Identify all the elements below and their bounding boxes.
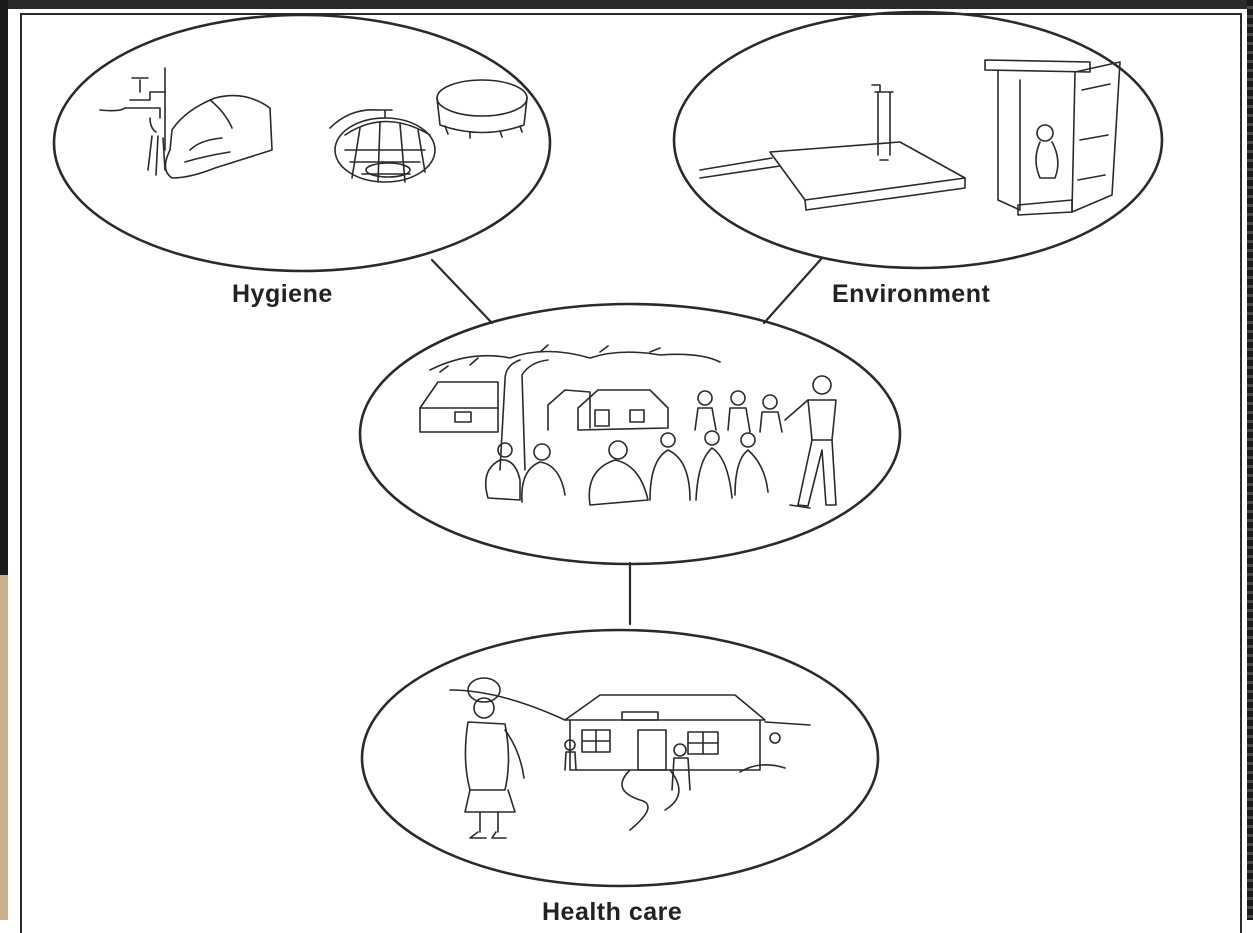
edge-hygiene-community: [430, 258, 494, 325]
left-edge: [0, 0, 8, 920]
community-circle: [358, 302, 902, 566]
hygiene-circle: [52, 13, 552, 273]
label-hygiene: Hygiene: [232, 280, 333, 308]
inner-border: [20, 13, 1242, 933]
water-pump-illustration: [699, 84, 966, 211]
tap-hands-illustration: [99, 67, 273, 179]
tree-illustration: [429, 344, 721, 471]
right-edge: [1247, 0, 1253, 920]
woman-walking-illustration: [464, 677, 525, 839]
food-covers-illustration: [329, 79, 528, 183]
node-health-care: [360, 628, 880, 888]
node-community: [358, 302, 902, 566]
people-gathering-illustration: [484, 375, 837, 509]
node-hygiene: [52, 13, 552, 273]
small-figures-illustration: [564, 732, 786, 791]
left-edge-tan: [0, 575, 8, 920]
clinic-illustration: [449, 689, 811, 831]
top-edge: [0, 0, 1253, 9]
healthcare-circle: [360, 628, 880, 888]
houses-illustration: [419, 381, 669, 433]
edge-environment-community: [762, 256, 824, 325]
node-environment: [672, 10, 1164, 270]
label-health-care: Health care: [542, 898, 683, 926]
latrine-illustration: [984, 59, 1121, 216]
label-environment: Environment: [832, 280, 991, 308]
environment-circle: [672, 10, 1164, 270]
